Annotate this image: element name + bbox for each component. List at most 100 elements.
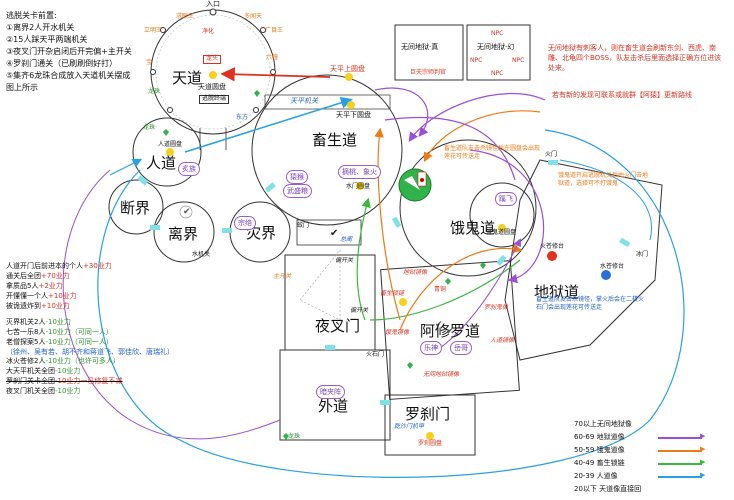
lohan: 罗刹鬼像 (484, 304, 509, 311)
ring-label-3: 净化 (202, 28, 215, 35)
rule-4: ④罗刹门通关（已刷刷倒好打） (6, 59, 118, 68)
ring-label-1: 多闻天 (244, 13, 263, 20)
ring-label-6: 六幢 (266, 54, 279, 61)
waidao-dragon: 龙珠 (288, 433, 301, 440)
dragon-ball-a: 龙珠 (148, 88, 161, 95)
tally-line: 人道开门后前进本的个人+30业力 (6, 262, 112, 270)
legend-item: 20以下 天道像直接回 (574, 484, 642, 493)
luochamen-area (384, 394, 476, 456)
egui-note: 饿鬼道开启逃脱机关后由火门去地狱道，选择可不打饿鬼 (558, 172, 649, 188)
infinite-hell-phantom (466, 24, 531, 81)
tally-line: （徐州、吴有若、胡不齐和蒋道飞、郭佳欣、唐瑞礼） (6, 347, 174, 356)
scale-upper: 天平上圆盘 (330, 65, 365, 73)
rendao-disk: 人道圆盘 (158, 141, 183, 148)
infinite-hell-real (394, 24, 464, 81)
yecha-disk: 总阐 (340, 236, 353, 243)
yecha-status: 蚊门 (297, 222, 310, 229)
luocha-disk: 罗刹圆盘 (418, 440, 443, 447)
dragon-head: 龙头 (203, 55, 222, 64)
waidao-tag: 暗夹阵 (316, 385, 345, 399)
tiandao-disk: 天道圆盘 (198, 83, 226, 91)
duanjie-ring (108, 179, 164, 235)
svg-text:✔: ✔ (330, 228, 338, 239)
fire-gate: 火门 (545, 151, 558, 158)
npc-3: NPC (512, 57, 525, 64)
tally-line: 拿质品5人+2业力 (6, 281, 63, 290)
tally-block: 人道开门后前进本的个人+30业力 通关后全团+70业力 拿质品5人+2业力 开懂… (6, 262, 238, 397)
infinite-real-title: 无间地狱·真 (401, 43, 439, 51)
realm-diyudao: 地狱道 (534, 283, 580, 301)
ring-label-0: 求眼王 (176, 13, 195, 20)
ring-label-7: 东方 (236, 114, 249, 121)
egui-tag: 蹊飞 (495, 192, 517, 206)
realm-chushengdao: 畜生道 (312, 131, 358, 149)
ring-label-4: 广目王 (265, 27, 284, 34)
main-switch: 主开关 (273, 273, 292, 280)
tally-line: 开懂懂一个人+10业力 (6, 291, 77, 300)
legend-item: 60-69 地狱道像▶ (574, 431, 706, 441)
npc-2: NPC (470, 57, 483, 64)
lijie-ring (153, 201, 215, 263)
chusheng-tag-0: 猿猴 (286, 170, 308, 184)
npc-1: NPC (491, 30, 504, 37)
tally-line: 罗刹门关卡全团-10业力一已修复不减 (6, 377, 123, 386)
eguidao-ring (399, 139, 537, 277)
fire-stone: 火石门 (366, 351, 385, 358)
diyu-note: 畜生道队友击杀镜怪，掌火后会在二楼火石门会出现莲花可传送走 (536, 296, 645, 312)
legend: 70以上无间地狱像 60-69 地狱道像▶ 50-59 饿鬼道像▶ 40-49 … (574, 418, 724, 496)
ice-gate: 冰门 (636, 251, 649, 258)
tally-line: 七苦一乐8人-10业力（可同一人） (6, 327, 113, 336)
realm-yechamen: 夜叉门 (315, 317, 361, 335)
chushengdao-ring (251, 74, 403, 226)
egui-disk: 饿鬼道圆盘 (486, 229, 517, 236)
tally-line: 冰火苍修2人-10业力（也许可多人） (6, 357, 120, 366)
rules-title: 逃脱关卡前置: (6, 11, 57, 20)
rule-5: ⑤集齐6龙珠合成放入天道机关摆成 (6, 71, 131, 80)
escape-switch: 逃脱终端 (199, 95, 230, 104)
chusheng-tag-1: 武盛粮 (283, 184, 312, 198)
asura-beast: 畜生锁链 (380, 290, 405, 297)
chusheng-tag-2: 摘桃、象火 (338, 165, 381, 179)
realm-axiuluodao: 阿修罗道 (420, 322, 481, 340)
realm-lijie: 离界 (168, 225, 199, 243)
realm-eguidao: 饿鬼道 (450, 219, 496, 237)
rule-6: 图上所示 (6, 83, 38, 92)
tally-line: 老僧探案5人-10业力（可同一人） (6, 337, 113, 346)
red-note: 无间地狱有刺客人，则在畜生道会刷新东剑、西虎、南雕、北龟四个BOSS，队友击杀后… (548, 44, 722, 72)
realm-waidao: 外道 (318, 397, 349, 415)
rule-1: ①离界2人开水机关 (6, 23, 75, 32)
asura-realm: 无间地狱镜像 (423, 371, 460, 378)
side-switch-b: 偏开关 (350, 307, 369, 314)
legend-item: 40-49 畜生锁链▶ (574, 457, 706, 467)
side-switch-a: 偏开关 (335, 257, 354, 264)
tally-line: 通关后全团+70业力 (6, 271, 70, 280)
svg-text:✔: ✔ (446, 327, 454, 337)
svg-text:✔: ✔ (435, 320, 443, 330)
rule-2: ②15人踩天平两端机关 (6, 35, 88, 44)
tally-line: 夜叉门机关全团-10业力 (6, 387, 81, 396)
dragon-ball-b: 龙珠 (143, 124, 156, 131)
asura-tag-1: 岳哥 (450, 341, 472, 355)
entrance-label: 入口 (206, 0, 220, 8)
legend-item: 20-39 人道像▶ (574, 470, 706, 480)
fire-tower: 火苍修台 (540, 243, 565, 250)
realm-duanjie: 断界 (120, 199, 151, 217)
realm-rendao: 人道 (146, 154, 177, 172)
yechamen-area (284, 254, 376, 351)
scale-switch: 天平机关 (290, 97, 318, 105)
asura-human: 人道镜像 (490, 337, 515, 344)
realm-tiandao: 天道 (172, 69, 203, 87)
npc-4: NPC (491, 70, 504, 77)
ring-label-2: 立明王 (144, 27, 163, 34)
bronze: 青铜 (434, 286, 447, 293)
asura-tag-0: 乐神 (420, 341, 442, 355)
water-switch: 水机关 (192, 251, 211, 258)
tally-line: 灭界机关2人-10业力 (6, 317, 71, 326)
svg-text:✔: ✔ (183, 207, 191, 217)
water-tower: 水苍修台 (600, 263, 625, 270)
red-note-2: 若有新的发现可联系或就群【阿猿】更新路线 (552, 91, 692, 99)
rule-3: ③夜叉门开杂启闭后开完偏+主开关 (6, 47, 132, 56)
tally-line: 被诡遗炸到+10业力 (6, 301, 70, 310)
realm-luochamen: 罗刹门 (405, 405, 451, 423)
